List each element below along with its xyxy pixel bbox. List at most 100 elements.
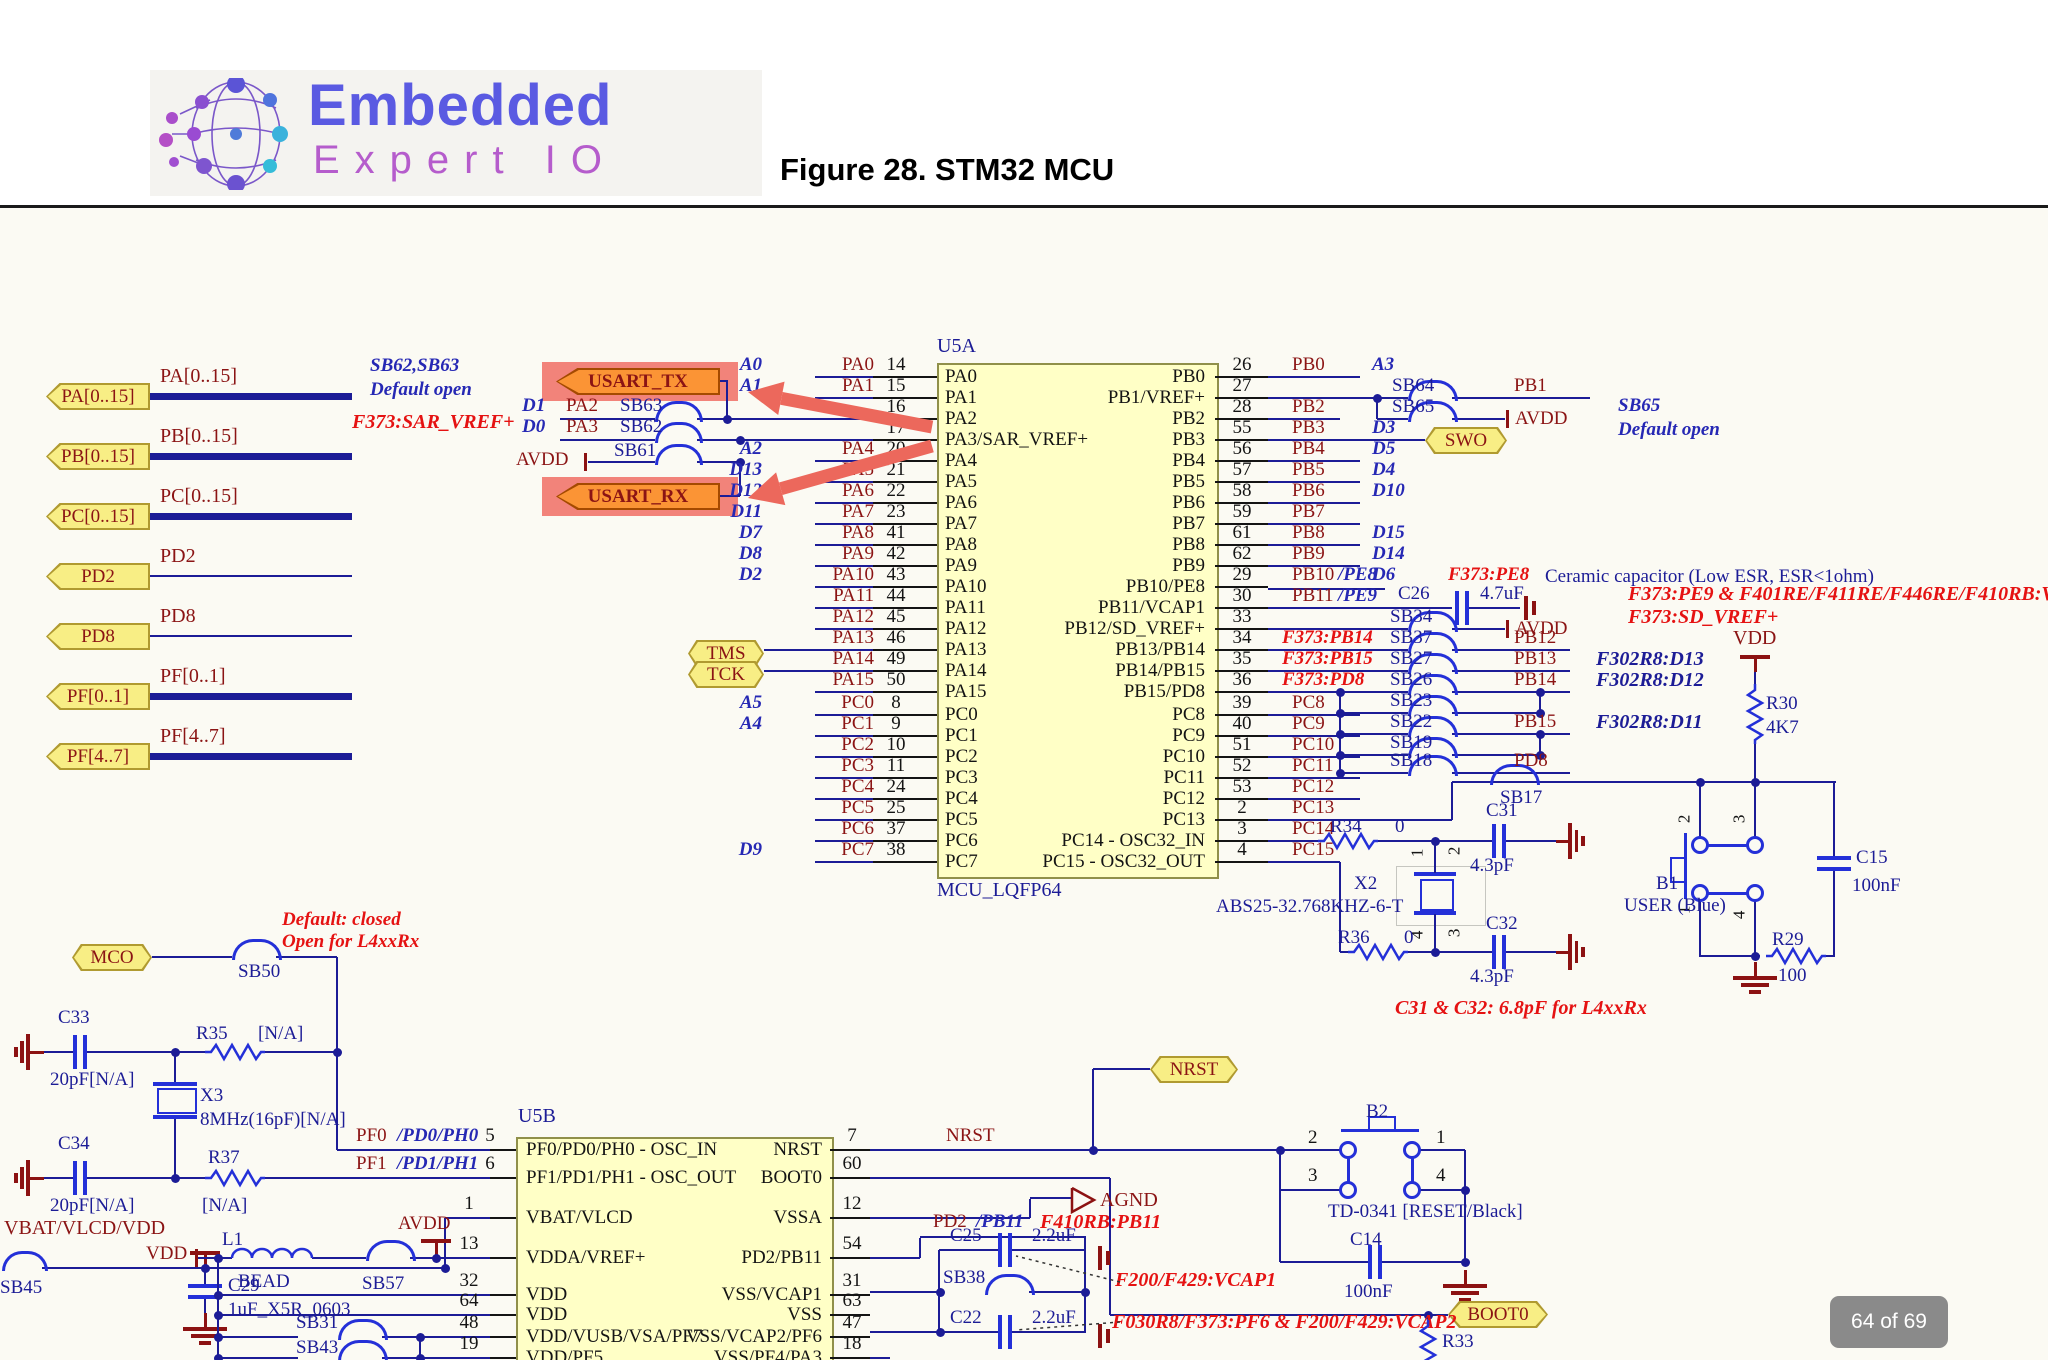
wire-h — [44, 1176, 73, 1180]
wire-h — [870, 1356, 890, 1360]
ground-symbol — [1741, 983, 1769, 987]
label-ladder-0-sb: SB37 — [1390, 627, 1433, 648]
label-mcu_b-rows-3-ln: 13 — [459, 1233, 479, 1254]
label-pwr-vdd: VDD — [146, 1243, 188, 1264]
bus-line — [150, 392, 352, 400]
label-mcu_a-left-11-i: PA11 — [945, 597, 986, 618]
label-mcu_b-rows-2-r: VSSA — [773, 1207, 822, 1228]
pin-stub — [873, 797, 937, 801]
label-mcu_a-right-15-note: F373:PD8 — [1282, 669, 1365, 690]
pin-stub — [873, 839, 937, 843]
label-mcu_a-right-7-n: PB7 — [1292, 501, 1325, 522]
junction-dot — [213, 1332, 223, 1342]
label-ladder-3-sb: SB23 — [1390, 690, 1433, 711]
pin-stub — [873, 585, 937, 589]
label-mcu_a-left-13-p: 46 — [886, 627, 906, 648]
wire-h — [815, 627, 873, 631]
label-mcu_a-right-14-p: 35 — [1232, 648, 1252, 669]
label-mcu_a-left-17-p: 9 — [891, 713, 901, 734]
label-mcu_b-rows-5-rn: 63 — [842, 1290, 862, 1311]
pin-stub — [873, 776, 937, 780]
bus-label-PF[0..1]: PF[0..1] — [160, 665, 226, 687]
button-terminal — [1403, 1141, 1421, 1159]
pin-stub — [1215, 648, 1268, 652]
pin-stub — [1215, 734, 1268, 738]
label-mcu_a-left-1-n: PA1 — [841, 375, 874, 396]
power-flag — [203, 1254, 207, 1268]
pin-stub — [1215, 564, 1268, 568]
wire-v — [1278, 1150, 1282, 1190]
label-mcu_a-left-0-i: PA0 — [945, 366, 978, 387]
label-mcu_b-rows-1-l: PF1/PD1/PH1 - OSC_OUT — [526, 1167, 737, 1188]
label-pb1grp-pb1: PB1 — [1514, 375, 1547, 396]
capacitor-plate — [1492, 935, 1496, 969]
wire-v — [1375, 398, 1379, 419]
wire-h — [1340, 950, 1350, 954]
swo-tag-label: SWO — [1444, 429, 1488, 451]
wire-h — [870, 1330, 940, 1334]
mco-tag: MCO — [72, 944, 152, 971]
label-mcu_a-left-3-i: PA3/SAR_VREF+ — [945, 429, 1089, 450]
wire-h — [1268, 459, 1360, 463]
mco-tag-label: MCO — [90, 946, 134, 968]
pin-stub — [873, 755, 937, 759]
label-vcap-c26: C26 — [1398, 583, 1430, 604]
wire-h — [218, 1313, 490, 1317]
wire-h — [1030, 1196, 1072, 1200]
label-usart-note2: Default open — [370, 379, 472, 400]
junction-dot — [1080, 1287, 1090, 1297]
label-mcu_a-right-14-note: F373:PB15 — [1282, 648, 1373, 669]
label-mcu_a-right-1-i: PB1/VREF+ — [1107, 387, 1205, 408]
pin-stub — [490, 1148, 516, 1152]
label-osc32-note: C31 & C32: 6.8pF for L4xxRx — [1395, 997, 1647, 1019]
label-mcu_a-right-15-i: PB15/PD8 — [1123, 681, 1205, 702]
usart-tx-tag: USART_TX — [556, 368, 720, 395]
capacitor-plate — [998, 1315, 1002, 1349]
pin-stub — [873, 627, 937, 631]
wire-h — [870, 1256, 920, 1260]
wire-h — [815, 776, 873, 780]
wire-h — [815, 522, 873, 526]
label-mcu_a-right-17-n: PC9 — [1292, 713, 1325, 734]
wire-h — [1506, 839, 1556, 843]
wire-v — [1083, 1250, 1087, 1292]
wire-h — [1452, 627, 1505, 631]
button-terminal — [1339, 1141, 1357, 1159]
pin-stub — [1215, 375, 1268, 379]
label-mcu_a-right-9-p: 62 — [1232, 543, 1252, 564]
label-mcu_a-left-20-p: 24 — [886, 776, 906, 797]
label-mcu_a-right-18-i: PC10 — [1162, 746, 1205, 767]
wire-h — [870, 1176, 1110, 1180]
label-mcu_a-right-9-i: PB9 — [1172, 555, 1205, 576]
wire-h — [1408, 950, 1494, 954]
label-vcap-sb34: SB34 — [1390, 606, 1433, 627]
wire-h — [205, 1266, 445, 1270]
label-pullup-r: R30 — [1766, 693, 1798, 714]
wire-h — [1419, 1148, 1465, 1152]
pin-stub — [1215, 713, 1268, 717]
wire — [1414, 872, 1456, 876]
label-mcu_a-left-6-a: D12 — [729, 480, 762, 501]
label-mcu_a-left-10-a: D2 — [738, 564, 762, 585]
wire-v — [1450, 782, 1454, 820]
wire-h — [1093, 1148, 1341, 1152]
pin-stub — [873, 543, 937, 547]
wire-h — [1452, 669, 1570, 673]
junction-dot — [213, 1290, 223, 1300]
wire-h — [410, 1256, 436, 1260]
usart-rx-tag: USART_RX — [556, 483, 720, 510]
tck-tag: TCK — [688, 661, 764, 688]
label-mcu_a-left-14-p: 49 — [886, 648, 906, 669]
ground-symbol — [203, 1313, 207, 1327]
tms-tag-label: TMS — [706, 642, 746, 664]
label-vcap2-v22: 2.2uF — [1032, 1307, 1076, 1328]
junction-dot — [1335, 729, 1345, 739]
pin-stub — [1215, 818, 1268, 822]
junction-dot — [415, 1332, 425, 1342]
label-mcu_a-left-0-p: 14 — [886, 354, 906, 375]
label-btn1-p2: 2 — [1674, 814, 1694, 824]
wire-h — [870, 1148, 1093, 1152]
label-btn2-name: TD-0341 [RESET/Black] — [1328, 1201, 1523, 1222]
label-pb1grp-note2: Default open — [1618, 419, 1720, 440]
label-mcu_a-left-13-n: PA13 — [832, 627, 874, 648]
